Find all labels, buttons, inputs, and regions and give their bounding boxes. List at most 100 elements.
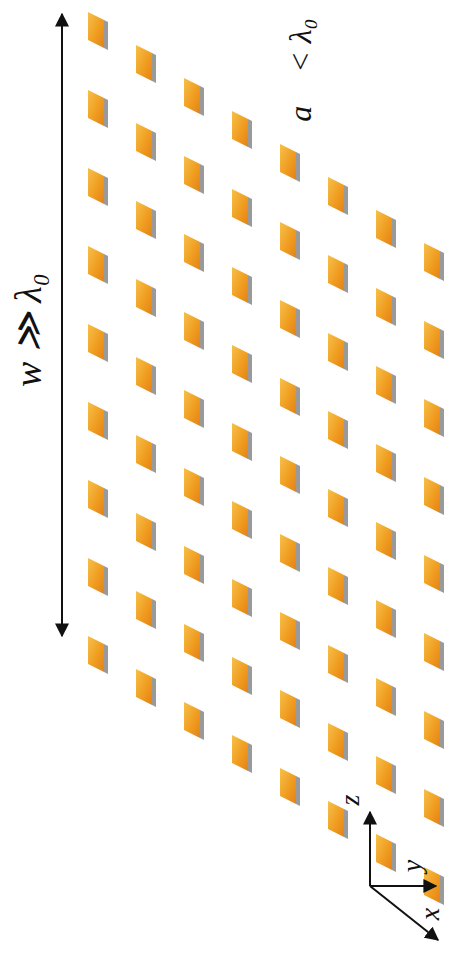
patch-side (248, 197, 252, 227)
patch (88, 246, 104, 282)
patch (424, 477, 440, 513)
patch (328, 333, 344, 369)
patch-side (104, 98, 108, 128)
patch-side (200, 398, 204, 428)
patch-side (104, 566, 108, 596)
patch (424, 399, 440, 435)
patch (376, 600, 392, 636)
patch (424, 633, 440, 669)
patch (232, 111, 248, 147)
patch (88, 324, 104, 360)
axis-label: y (398, 860, 426, 872)
patch-side (104, 254, 108, 284)
patch (232, 735, 248, 771)
patch-array (88, 12, 444, 905)
patch-side (392, 218, 396, 248)
patch (280, 378, 296, 414)
patch-side (248, 431, 252, 461)
patch (184, 156, 200, 192)
patch-side (392, 530, 396, 560)
patch (184, 546, 200, 582)
patch (328, 801, 344, 837)
patch (376, 444, 392, 480)
patch-side (440, 251, 444, 281)
patch (424, 789, 440, 825)
patch-side (296, 542, 300, 572)
patch-side (152, 209, 156, 239)
patch (184, 312, 200, 348)
patch-side (296, 386, 300, 416)
patch (280, 768, 296, 804)
patch-side (392, 374, 396, 404)
patch-side (296, 776, 300, 806)
patch (136, 513, 152, 549)
patch (232, 189, 248, 225)
patch-side (152, 53, 156, 83)
patch-side (152, 443, 156, 473)
patch-side (200, 632, 204, 662)
patch-side (248, 119, 252, 149)
patch-side (296, 152, 300, 182)
patch-side (344, 809, 348, 839)
patch-side (104, 176, 108, 206)
patch (280, 456, 296, 492)
patch-side (104, 20, 108, 50)
patch (424, 321, 440, 357)
patch (376, 288, 392, 324)
patch-side (248, 743, 252, 773)
patch (232, 267, 248, 303)
patch (328, 567, 344, 603)
patch (184, 702, 200, 738)
axis-label: z (336, 795, 364, 806)
patch-side (440, 797, 444, 827)
patch-side (200, 164, 204, 194)
patch-side (152, 521, 156, 551)
patch-side (248, 665, 252, 695)
patch (88, 636, 104, 672)
patch (280, 300, 296, 336)
patch (136, 357, 152, 393)
patch-side (104, 410, 108, 440)
patch-side (392, 608, 396, 638)
patch (88, 402, 104, 438)
patch-side (440, 563, 444, 593)
patch (280, 690, 296, 726)
patch (136, 435, 152, 471)
patch (88, 12, 104, 48)
patch (232, 345, 248, 381)
patch-side (440, 407, 444, 437)
patch-side (392, 764, 396, 794)
patch (328, 489, 344, 525)
patch-side (104, 332, 108, 362)
axis-label: x (416, 908, 444, 920)
patch (376, 678, 392, 714)
patch (376, 522, 392, 558)
width-arrow (61, 14, 63, 636)
patch-side (344, 731, 348, 761)
patch-side (344, 263, 348, 293)
patch-side (344, 653, 348, 683)
patch (376, 366, 392, 402)
patch (88, 168, 104, 204)
patch-side (344, 419, 348, 449)
patch-side (440, 485, 444, 515)
patch (232, 657, 248, 693)
patch (184, 390, 200, 426)
patch (424, 555, 440, 591)
patch (136, 669, 152, 705)
patch-side (296, 464, 300, 494)
patch (424, 243, 440, 279)
patch (280, 144, 296, 180)
patch (376, 756, 392, 792)
patch-side (296, 230, 300, 260)
patch-side (200, 242, 204, 272)
width-label: w ≫ λ₀ (9, 273, 47, 387)
patch-side (392, 842, 396, 872)
patch-side (392, 296, 396, 326)
patch-side (152, 131, 156, 161)
patch-side (200, 554, 204, 584)
patch (136, 201, 152, 237)
patch (280, 222, 296, 258)
patch-side (104, 644, 108, 674)
